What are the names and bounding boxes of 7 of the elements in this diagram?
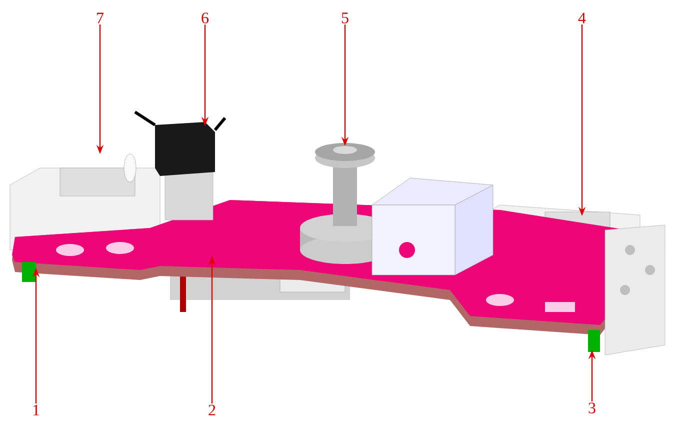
callout-number: 2 xyxy=(208,404,216,416)
callout-number: 5 xyxy=(342,12,348,24)
callout-number: 6 xyxy=(202,12,209,24)
callout-number: 3 xyxy=(588,402,596,414)
callout-number: 4 xyxy=(578,12,586,24)
callout-number: 1 xyxy=(33,404,40,416)
callout-number: 7 xyxy=(97,12,104,24)
